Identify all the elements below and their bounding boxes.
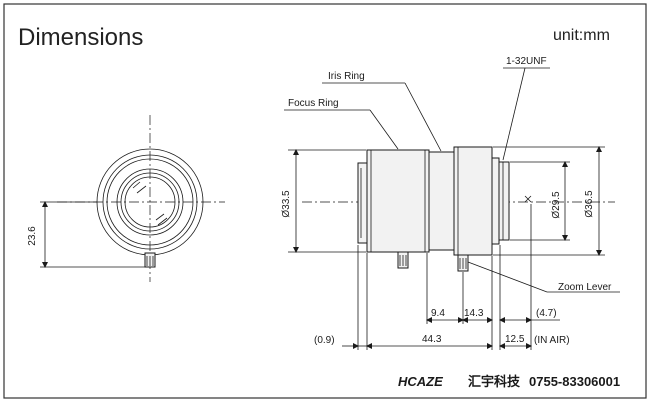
brand-footer: HCAZE 汇宇科技 0755-83306001 bbox=[398, 374, 620, 389]
inner-diameter-dim: Ø29.5 bbox=[551, 191, 562, 219]
front-view: 23.6 bbox=[27, 115, 225, 282]
diameter-dimensions: Ø33.5 Ø29.5 Ø36.5 bbox=[281, 146, 605, 256]
callouts: Iris Ring 1-32UNF Focus Ring Zoom Lever bbox=[284, 56, 620, 293]
drawing-border bbox=[3, 3, 647, 399]
in-air-note: (IN AIR) bbox=[534, 335, 570, 346]
dim-4-7: (4.7) bbox=[536, 308, 557, 319]
length-dimensions: 9.4 14.3 (4.7) (0.9) 44.3 12.5 (IN AIR) bbox=[314, 204, 570, 350]
side-view bbox=[302, 146, 615, 272]
rear-diameter-dim: Ø36.5 bbox=[584, 190, 595, 218]
dim-0-9: (0.9) bbox=[314, 335, 335, 346]
dim-12-5: 12.5 bbox=[505, 334, 525, 345]
dim-9-4: 9.4 bbox=[431, 308, 445, 319]
dim-14-3: 14.3 bbox=[464, 308, 484, 319]
zoom-lever-callout: Zoom Lever bbox=[558, 282, 612, 293]
dim-44-3: 44.3 bbox=[422, 334, 442, 345]
brand-phone: 0755-83306001 bbox=[529, 374, 620, 389]
iris-ring-callout: Iris Ring bbox=[328, 71, 365, 82]
front-height-dim: 23.6 bbox=[27, 226, 38, 246]
unit-label: unit:mm bbox=[553, 27, 610, 44]
page-title: Dimensions bbox=[18, 24, 143, 51]
brand-name: 汇宇科技 bbox=[468, 374, 521, 389]
focus-ring-callout: Focus Ring bbox=[288, 98, 339, 109]
body-diameter-dim: Ø33.5 bbox=[281, 190, 292, 218]
thread-callout: 1-32UNF bbox=[506, 56, 547, 67]
brand-logo: HCAZE bbox=[398, 374, 443, 389]
